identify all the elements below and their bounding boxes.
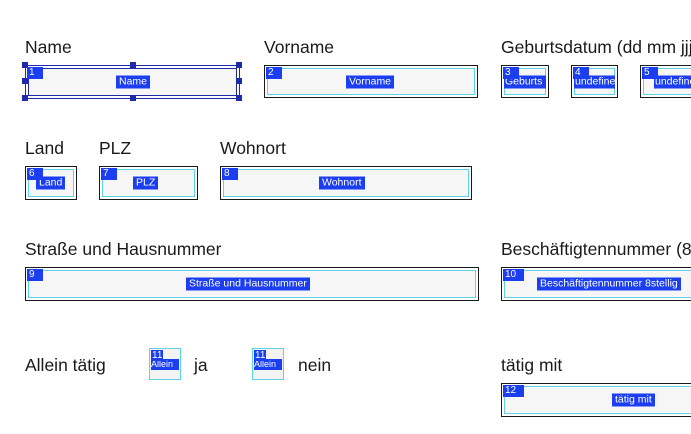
label-vorname: Vorname (264, 37, 335, 57)
field-name-tag: Name (116, 75, 151, 89)
field-name-tag: PLZ (133, 176, 159, 190)
form-field-beschaeftigtennummer[interactable]: 10 Beschäftigtennummer 8stellig (501, 267, 691, 301)
resize-handle-middle-right[interactable] (236, 78, 242, 84)
field-number: 11 (254, 350, 267, 361)
label-land: Land (25, 138, 64, 158)
field-number: 6 (27, 168, 43, 180)
label-strasse: Straße und Hausnummer (25, 239, 222, 259)
field-number: 9 (27, 269, 43, 281)
field-number: 5 (642, 67, 658, 79)
field-number: 11 (151, 350, 164, 361)
form-field-name[interactable]: 1 Name (25, 65, 240, 99)
field-number: 7 (101, 168, 117, 180)
label-plz: PLZ (99, 138, 132, 158)
field-name-tag: Beschäftigtennummer 8stellig (537, 277, 681, 291)
resize-handle-bottom-right[interactable] (236, 95, 242, 101)
resize-handle-top-center[interactable] (130, 62, 136, 68)
field-number: 10 (503, 269, 525, 281)
checkbox-allein-ja[interactable]: 11 Allein (149, 348, 181, 380)
form-field-strasse[interactable]: 9 Straße und Hausnummer (25, 267, 479, 301)
checkbox-allein-nein[interactable]: 11 Allein (252, 348, 284, 380)
resize-handle-bottom-center[interactable] (130, 95, 136, 101)
resize-handle-top-right[interactable] (236, 62, 242, 68)
label-taetig-mit: tätig mit (501, 355, 563, 375)
field-name-tag: Vorname (346, 75, 395, 88)
form-field-geburtsjahr[interactable]: 5 undefine (640, 65, 691, 98)
field-name-tag: tätig mit (612, 393, 655, 407)
field-number: 1 (27, 67, 43, 79)
label-ja: ja (194, 355, 208, 375)
field-number: 8 (222, 168, 238, 180)
field-name-tag: undefine (654, 75, 691, 88)
field-name-tag: Allein (151, 359, 179, 370)
form-field-plz[interactable]: 7 PLZ (99, 166, 198, 200)
label-nein: nein (298, 355, 332, 375)
resize-handle-middle-left[interactable] (22, 78, 28, 84)
label-geburtsdatum: Geburtsdatum (dd mm jjjj) (501, 37, 691, 57)
field-name-tag: Straße und Hausnummer (186, 277, 310, 291)
field-name-tag: Allein (254, 359, 282, 370)
label-beschaeftigtennummer: Beschäftigtennummer (8 (501, 239, 691, 259)
label-name: Name (25, 37, 72, 57)
label-allein-taetig: Allein tätig (25, 355, 106, 375)
field-number: 4 (573, 67, 589, 79)
label-wohnort: Wohnort (220, 138, 286, 158)
form-field-vorname[interactable]: 2 Vorname (264, 65, 478, 98)
form-field-geburtstag[interactable]: 3 Geburts (501, 65, 549, 98)
field-number: 3 (503, 67, 519, 79)
resize-handle-top-left[interactable] (22, 62, 28, 68)
field-number: 12 (503, 385, 525, 397)
form-field-wohnort[interactable]: 8 Wohnort (220, 166, 472, 200)
resize-handle-bottom-left[interactable] (22, 95, 28, 101)
field-number: 2 (266, 67, 282, 79)
field-name-tag: Land (36, 176, 66, 190)
form-field-taetig-mit[interactable]: 12 tätig mit (501, 383, 691, 417)
form-field-land[interactable]: 6 Land (25, 166, 77, 200)
field-name-tag: Wohnort (319, 176, 365, 190)
field-inner (504, 386, 691, 414)
form-field-geburtsmonat[interactable]: 4 undefine (571, 65, 618, 98)
